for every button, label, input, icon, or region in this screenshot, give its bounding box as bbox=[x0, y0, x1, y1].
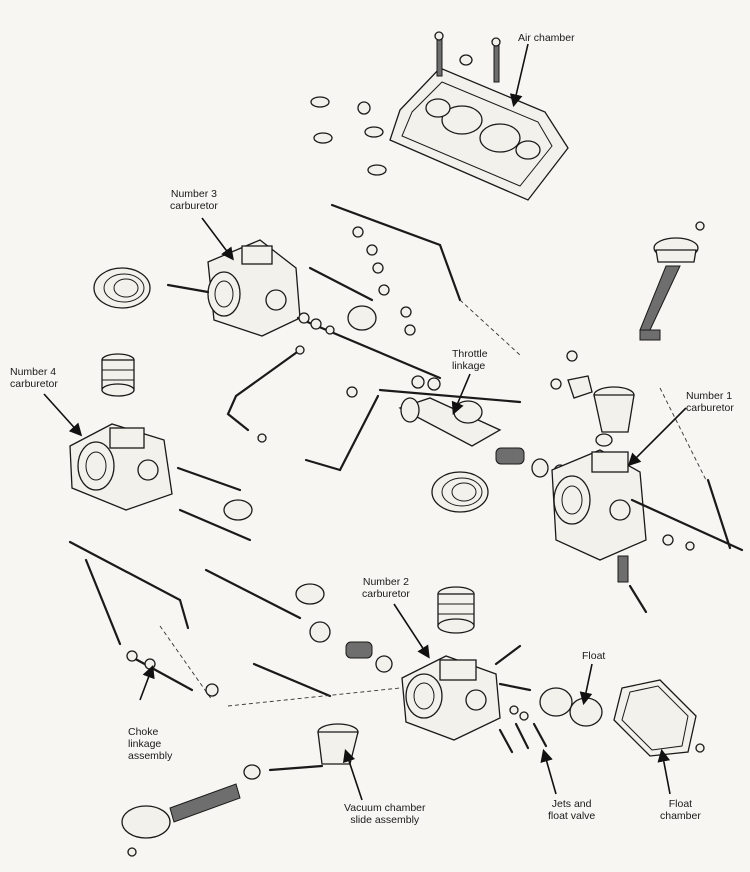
label-float-line-1: Float bbox=[582, 650, 606, 662]
label-carb3-line-1: Number 3 bbox=[170, 188, 217, 200]
label-carb4: Number 4 carburetor bbox=[10, 366, 58, 390]
carb2-jets bbox=[498, 705, 548, 754]
bent-rod-left bbox=[226, 345, 305, 443]
label-float-chamber-line-1: Float bbox=[668, 798, 693, 810]
label-choke-line-2: linkage bbox=[128, 738, 162, 750]
throttle-linkage-center bbox=[304, 375, 522, 472]
label-carb3: Number 3 carburetor bbox=[170, 188, 218, 212]
label-carb2-line-1: Number 2 bbox=[362, 576, 409, 588]
vacuum-slide-part bbox=[243, 723, 359, 780]
carb2-intake-boot bbox=[437, 586, 475, 634]
carb3-intake-boot bbox=[93, 267, 151, 309]
label-throttle-linkage: Throttle linkage bbox=[452, 348, 488, 372]
float-chamber-part bbox=[613, 679, 705, 757]
upper-link-rod bbox=[330, 203, 521, 356]
carb1-slide bbox=[593, 386, 635, 447]
carb4-intake-boot bbox=[101, 353, 135, 397]
label-carb1: Number 1 carburetor bbox=[686, 390, 734, 414]
label-choke-line-3: assembly bbox=[128, 750, 173, 762]
label-carb1-line-1: Number 1 bbox=[686, 390, 733, 402]
lower-link-rod bbox=[68, 540, 219, 701]
label-vacuum-line-2: slide assembly bbox=[350, 814, 420, 826]
label-carb2: Number 2 carburetor bbox=[362, 576, 410, 600]
label-carb3-line-2: carburetor bbox=[170, 200, 218, 212]
label-carb1-line-2: carburetor bbox=[686, 402, 734, 414]
carb1-vacuum-top bbox=[639, 221, 705, 341]
throttle-shaft-lower bbox=[204, 568, 401, 707]
label-throttle-line-1: Throttle bbox=[452, 348, 488, 360]
throttle-shaft-upper bbox=[296, 305, 442, 380]
label-float-chamber-line-2: chamber bbox=[660, 810, 701, 822]
air-chamber-part bbox=[389, 67, 569, 201]
carb1-lower-parts bbox=[550, 350, 695, 614]
label-jets-line-2: float valve bbox=[548, 810, 596, 822]
label-choke-linkage: Choke linkage assembly bbox=[128, 726, 172, 762]
carb2-floats bbox=[539, 687, 603, 727]
label-carb4-line-1: Number 4 bbox=[10, 366, 57, 378]
label-air-chamber: Air chamber bbox=[518, 32, 575, 44]
label-jets-float-valve: Jets and float valve bbox=[548, 798, 595, 822]
air-chamber-screws bbox=[310, 31, 501, 176]
label-carb4-line-2: carburetor bbox=[10, 378, 58, 390]
carb1-body bbox=[551, 387, 744, 561]
label-arrows bbox=[43, 43, 687, 801]
label-air-chamber-line-1: Air chamber bbox=[518, 32, 575, 44]
carb1-intake-boot bbox=[431, 471, 489, 513]
label-choke-line-1: Choke bbox=[128, 726, 159, 738]
vacuum-spring-cover bbox=[121, 783, 241, 857]
label-jets-line-1: Jets and bbox=[551, 798, 592, 810]
label-float: Float bbox=[582, 650, 605, 662]
label-vacuum-line-1: Vacuum chamber bbox=[344, 802, 426, 814]
carb2-body bbox=[401, 644, 532, 741]
carb3-body bbox=[166, 239, 374, 337]
label-carb2-line-2: carburetor bbox=[362, 588, 410, 600]
label-throttle-line-2: linkage bbox=[452, 360, 486, 372]
label-float-chamber: Float chamber bbox=[660, 798, 701, 822]
label-vacuum-slide: Vacuum chamber slide assembly bbox=[344, 802, 426, 826]
carb4-body bbox=[69, 423, 253, 542]
